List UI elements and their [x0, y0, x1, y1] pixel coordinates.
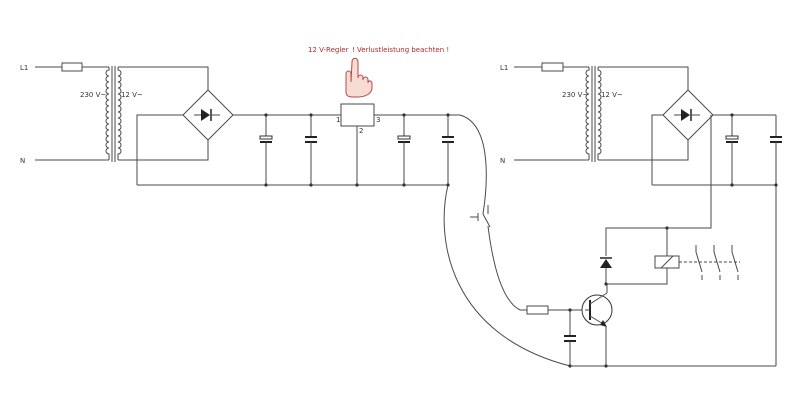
- left-l1-label: L1: [20, 64, 28, 72]
- left-capacitor-2: [305, 115, 317, 185]
- right-bridge-rectifier: [662, 89, 714, 141]
- left-fuse: [61, 62, 83, 72]
- regulator-pin-3: 3: [376, 116, 380, 124]
- relay-coil: [604, 255, 680, 286]
- regulator-annotation: 12 V-Regler: [308, 46, 349, 54]
- right-secondary-voltage: 12 V~: [601, 91, 623, 99]
- right-primary-voltage: 230 V~: [562, 91, 588, 99]
- push-button-switch: [470, 205, 491, 228]
- power-loss-warning: ! Verlustleistung beachten !: [352, 46, 449, 54]
- left-bridge-rectifier: [182, 89, 234, 141]
- relay-contacts: [679, 245, 740, 280]
- right-l1-label: L1: [500, 64, 508, 72]
- connecting-cables: [443, 114, 571, 367]
- left-primary-voltage: 230 V~: [80, 91, 106, 99]
- voltage-regulator-12v: 1 2 3: [336, 103, 380, 185]
- left-electrolytic-capacitor-3: [397, 115, 411, 185]
- right-supply: L1 N 230 V~ 12 V~: [500, 62, 782, 366]
- right-electrolytic-capacitor: [725, 115, 739, 185]
- left-n-label: N: [20, 157, 25, 165]
- freewheel-diode: [600, 257, 612, 284]
- right-fuse: [541, 62, 564, 72]
- regulator-pin-1: 1: [336, 116, 340, 124]
- right-transformer: [585, 66, 602, 162]
- npn-transistor: [581, 284, 613, 366]
- left-supply: L1 N 230 V~ 12 V~: [20, 62, 460, 187]
- left-transformer: [105, 66, 122, 162]
- right-n-label: N: [500, 157, 505, 165]
- left-electrolytic-capacitor-1: [259, 115, 273, 185]
- regulator-pin-2: 2: [359, 127, 363, 135]
- hand-pointer-icon: [345, 57, 373, 98]
- base-resistor: [520, 305, 585, 315]
- right-capacitor: [770, 115, 782, 366]
- left-capacitor-4: [442, 115, 454, 185]
- left-secondary-voltage: 12 V~: [121, 91, 143, 99]
- base-capacitor: [564, 308, 576, 368]
- left-junction-dots: [264, 113, 450, 187]
